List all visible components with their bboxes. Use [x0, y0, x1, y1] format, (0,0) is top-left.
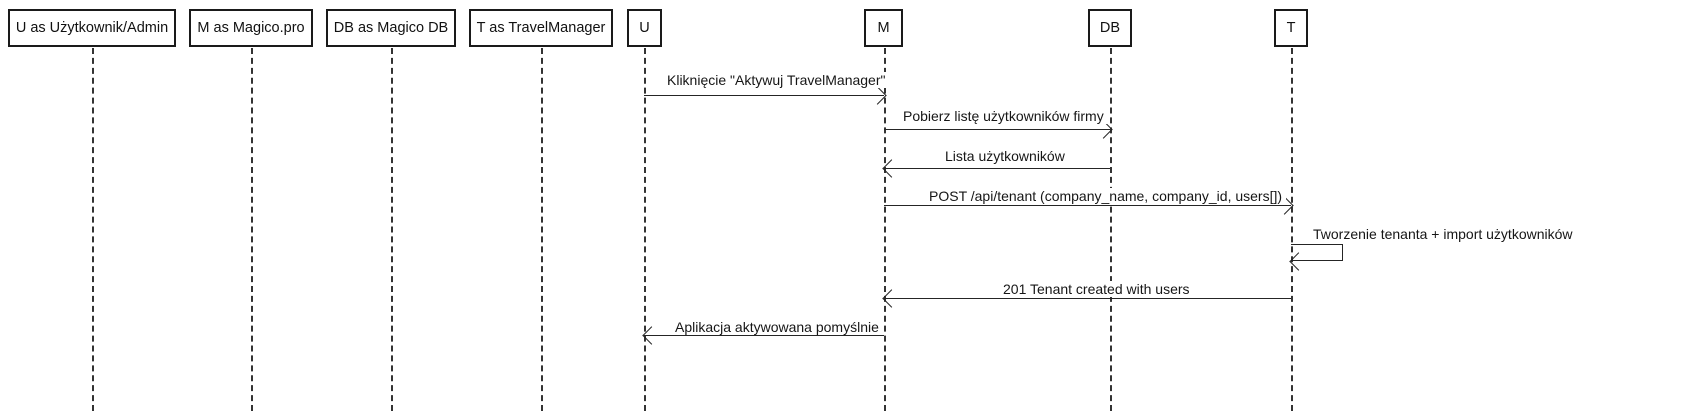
- lifeline-m-long: [251, 48, 253, 411]
- msg-fetch-users-line: [884, 129, 1110, 130]
- participant-t-short[interactable]: T: [1274, 9, 1308, 47]
- msg-app-activated-label: Aplikacja aktywowana pomyślnie: [671, 319, 883, 335]
- msg-users-list-label: Lista użytkowników: [941, 148, 1069, 164]
- msg-self-tenant-import-loop: [1291, 244, 1343, 261]
- lifeline-t-short: [1291, 48, 1293, 411]
- lifeline-db-short: [1110, 48, 1112, 411]
- participant-u-short[interactable]: U: [627, 9, 662, 47]
- participant-db-long[interactable]: DB as Magico DB: [326, 9, 456, 47]
- msg-activate-click-line: [644, 95, 884, 96]
- lifeline-t-long: [541, 48, 543, 411]
- msg-tenant-created-label: 201 Tenant created with users: [999, 281, 1194, 297]
- msg-fetch-users-label: Pobierz listę użytkowników firmy: [899, 108, 1108, 124]
- msg-app-activated-line: [644, 335, 884, 336]
- msg-self-tenant-import-label: Tworzenie tenanta + import użytkowników: [1309, 226, 1577, 242]
- lifeline-u-short: [644, 48, 646, 411]
- msg-tenant-created-line: [884, 298, 1291, 299]
- lifeline-m-short: [884, 48, 886, 411]
- msg-post-tenant-label: POST /api/tenant (company_name, company_…: [925, 188, 1287, 204]
- msg-post-tenant-line: [884, 205, 1291, 206]
- lifeline-u-long: [92, 48, 94, 411]
- msg-activate-click-label: Kliknięcie "Aktywuj TravelManager": [663, 72, 890, 88]
- participant-u-long[interactable]: U as Użytkownik/Admin: [8, 9, 176, 47]
- participant-t-long[interactable]: T as TravelManager: [469, 9, 613, 47]
- lifeline-db-long: [391, 48, 393, 411]
- participant-m-short[interactable]: M: [864, 9, 903, 47]
- participant-m-long[interactable]: M as Magico.pro: [189, 9, 313, 47]
- msg-users-list-line: [884, 168, 1110, 169]
- participant-db-short[interactable]: DB: [1088, 9, 1132, 47]
